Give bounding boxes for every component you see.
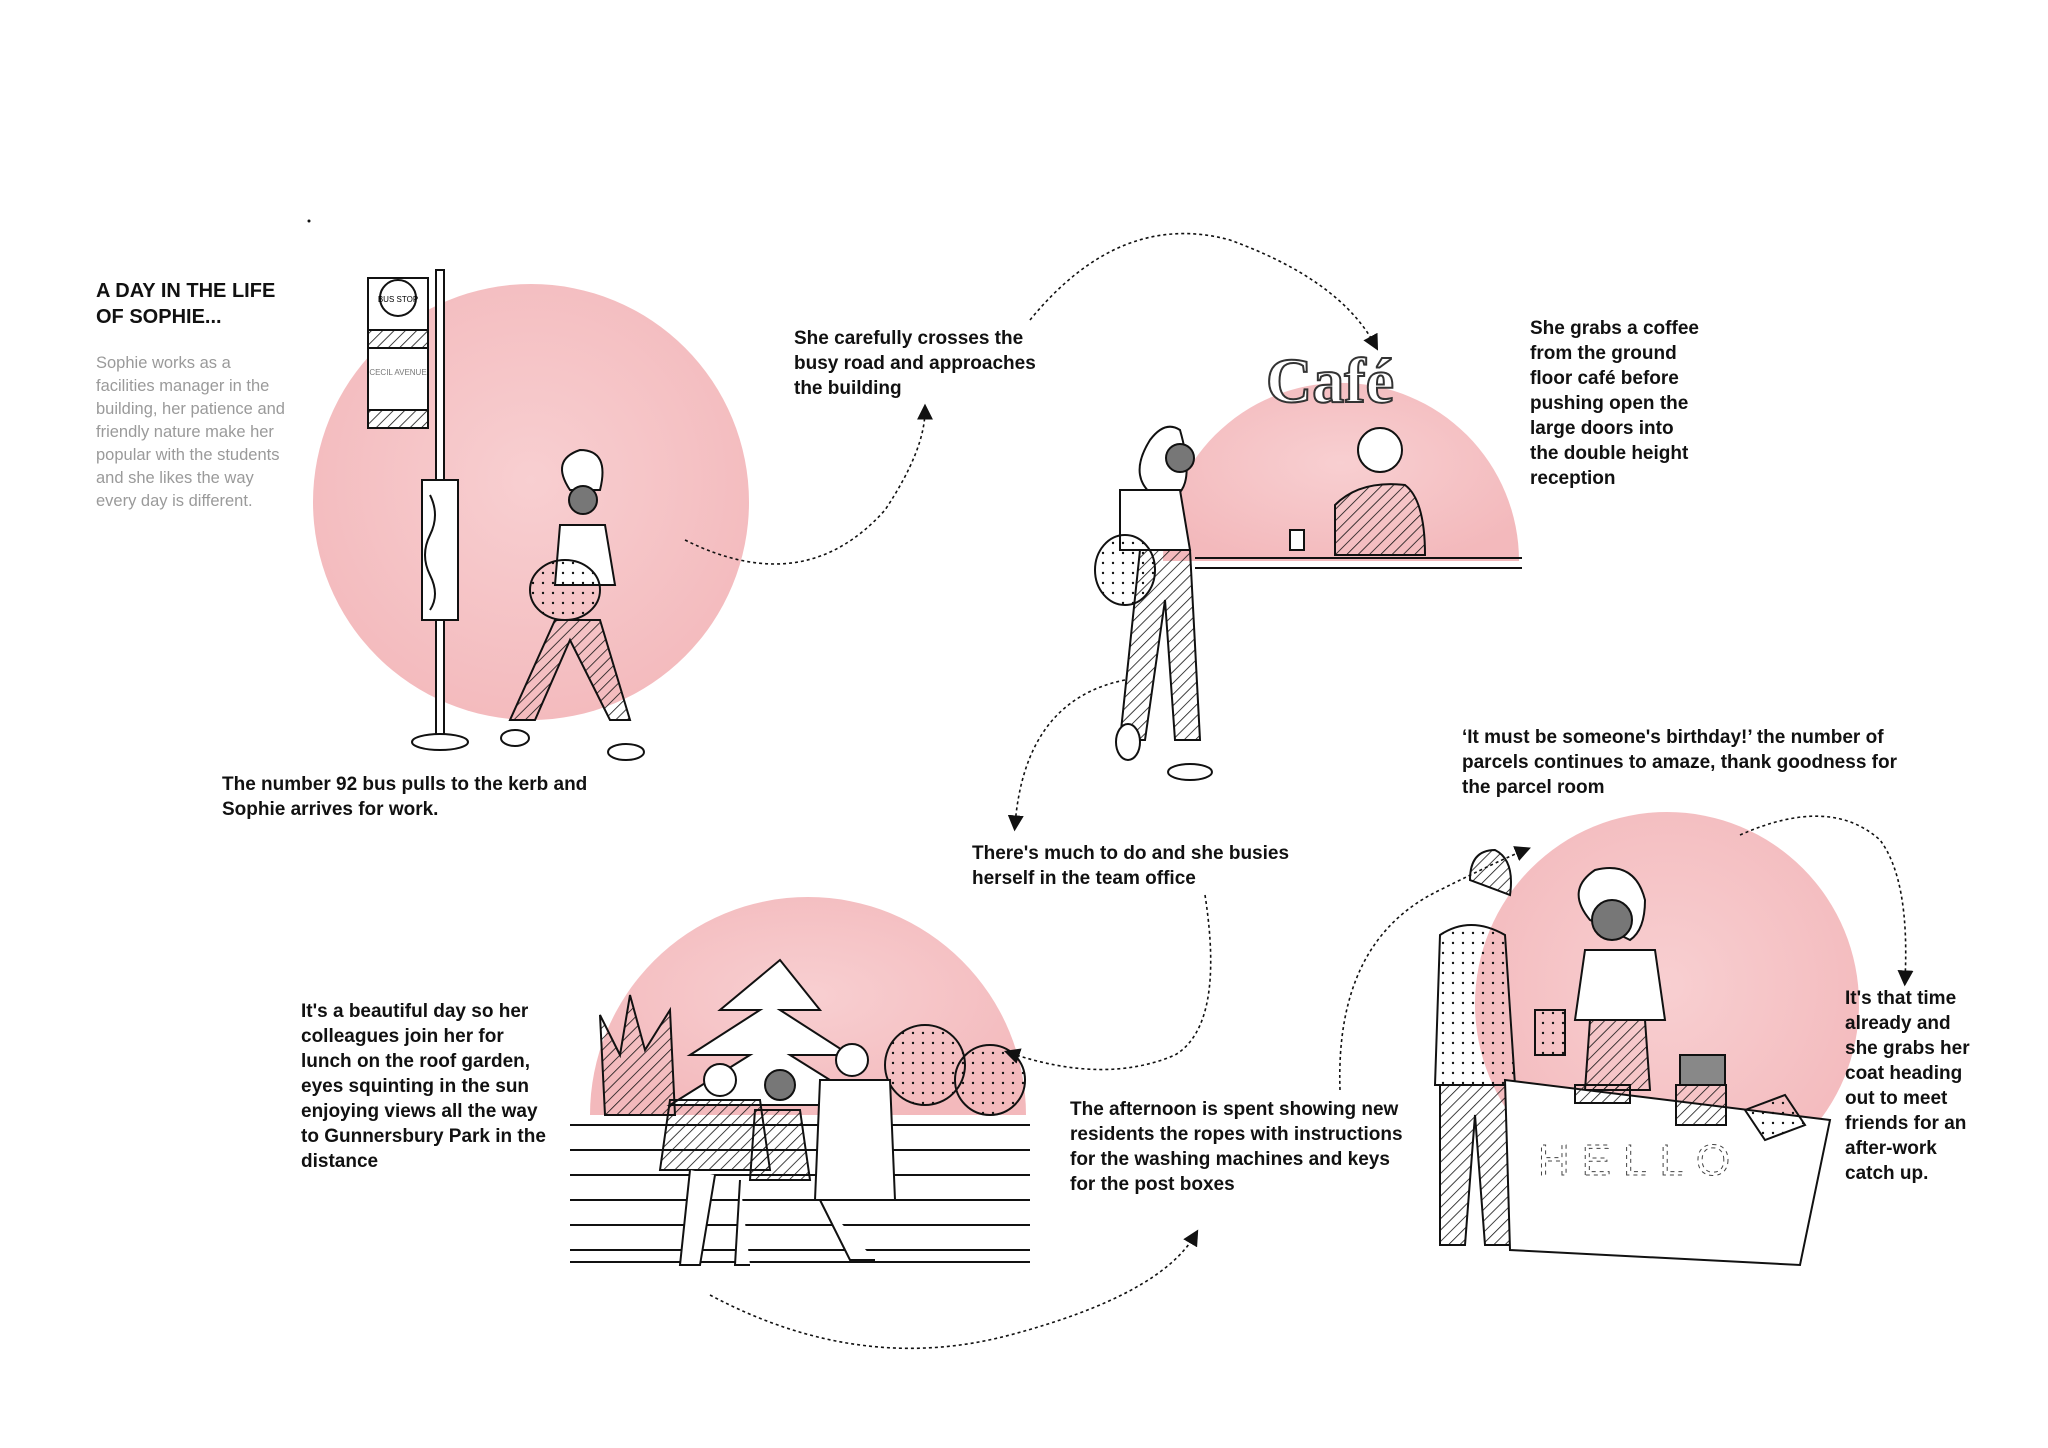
caption-lunch: It's a beautiful day so her colleagues jo…: [301, 999, 546, 1174]
bus-stop-illustration: [367, 269, 645, 761]
caption-line: distance: [301, 1151, 379, 1172]
caption-line: to Gunnersbury Park in the: [301, 1126, 546, 1147]
arrow-roof-to-afternoon: [709, 1229, 1199, 1350]
caption-line: lunch on the roof garden,: [301, 1051, 531, 1072]
bus-stop-sign: BUS STOP: [378, 295, 418, 304]
caption-line: for the washing machines and keys: [1070, 1149, 1390, 1170]
caption-line: colleagues join her for: [301, 1026, 504, 1047]
caption-line: The number 92 bus pulls to the kerb and: [222, 774, 588, 795]
arrow-bus-to-crossing: [684, 403, 933, 565]
caption-evening: It's that time already and she grabs her co…: [1845, 986, 1970, 1186]
caption-line: out to meet: [1845, 1088, 1948, 1109]
caption-line: from the ground: [1530, 343, 1677, 364]
caption-crossing: She carefully crosses the busy road and a…: [794, 326, 1036, 401]
caption-line: She grabs a coffee: [1530, 318, 1699, 339]
arrow-crossing-to-cafe: [1029, 232, 1379, 351]
caption-line: catch up.: [1845, 1163, 1929, 1184]
caption-line: Sophie arrives for work.: [222, 799, 439, 820]
street-sign: CECIL AVENUE: [369, 368, 426, 377]
cafe-illustration: [1094, 425, 1522, 781]
caption-office: There's much to do and she busies herself…: [972, 841, 1289, 891]
caption-afternoon: The afternoon is spent showing new reside…: [1070, 1097, 1403, 1197]
caption-line: large doors into: [1530, 418, 1674, 439]
caption-line: residents the ropes with instructions: [1070, 1124, 1403, 1145]
caption-line: enjoying views all the way: [301, 1101, 538, 1122]
stray-dot: [307, 219, 311, 223]
roof-garden-illustration: [570, 958, 1030, 1266]
caption-line: There's much to do and she busies: [972, 843, 1290, 864]
arrow-parcel-to-evening: [1739, 815, 1914, 987]
title-line: A DAY IN THE LIFE: [96, 280, 276, 302]
caption-line: The afternoon is spent showing new: [1070, 1099, 1399, 1120]
caption-line: for the post boxes: [1070, 1174, 1235, 1195]
caption-line: the building: [794, 378, 902, 399]
intro-paragraph: Sophie works as a facilities manager in …: [96, 354, 285, 510]
caption-line: busy road and approaches: [794, 353, 1036, 374]
caption-line: She carefully crosses the: [794, 328, 1024, 349]
caption-line: It's a beautiful day so her: [301, 1001, 529, 1022]
page-title: A DAY IN THE LIFE OF SOPHIE...: [96, 278, 275, 330]
caption-line: herself in the team office: [972, 868, 1196, 889]
caption-line: the parcel room: [1462, 777, 1605, 798]
caption-line: reception: [1530, 468, 1616, 489]
caption-line: floor café before: [1530, 368, 1679, 389]
caption-parcels: ‘It must be someone's birthday!’ the num…: [1462, 725, 1897, 800]
parcel-room-illustration: [1433, 848, 1832, 1267]
caption-line: after-work: [1845, 1138, 1937, 1159]
caption-line: coat heading: [1845, 1063, 1963, 1084]
caption-line: friends for an: [1845, 1113, 1967, 1134]
caption-line: she grabs her: [1845, 1038, 1970, 1059]
desk-sign: HELLO: [1538, 1136, 1742, 1185]
arrow-afternoon-to-parcel: [1339, 846, 1531, 1091]
cafe-sign: Café: [1266, 345, 1394, 416]
caption-line: already and: [1845, 1013, 1951, 1034]
pink-circle-cafe: [1163, 382, 1519, 561]
connector-arrows: [684, 232, 1914, 1350]
caption-line: It's that time: [1845, 988, 1957, 1009]
title-line: OF SOPHIE...: [96, 306, 222, 328]
caption-line: ‘It must be someone's birthday!’ the num…: [1462, 727, 1884, 748]
caption-line: eyes squinting in the sun: [301, 1076, 530, 1097]
caption-line: parcels continues to amaze, thank goodne…: [1462, 752, 1897, 773]
caption-coffee: She grabs a coffee from the ground floor c…: [1530, 316, 1699, 491]
caption-line: pushing open the: [1530, 393, 1689, 414]
arrow-office-to-roof: [1003, 894, 1212, 1071]
caption-line: the double height: [1530, 443, 1689, 464]
arrow-cafe-to-office: [1007, 679, 1126, 832]
